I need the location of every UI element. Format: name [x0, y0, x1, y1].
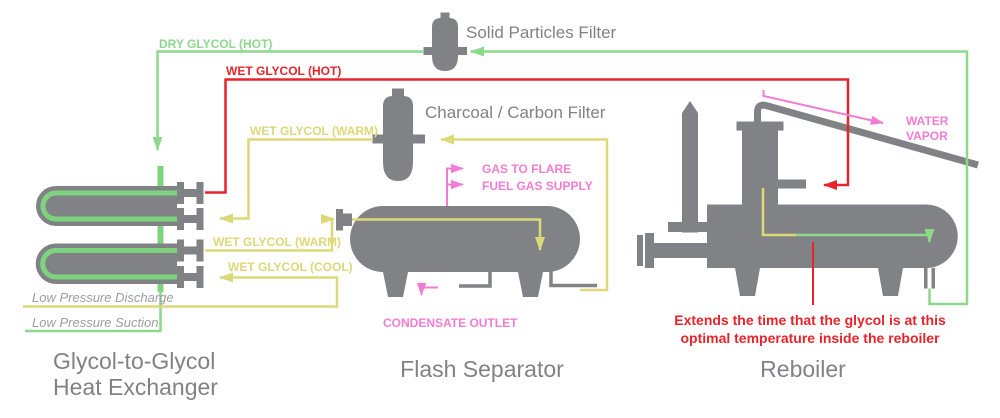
reboiler-burner-pipe	[654, 243, 708, 258]
flash-separator-leg-right	[518, 272, 543, 297]
heat-exchanger-lower-coil	[35, 243, 177, 284]
water-vapor-label-line1: WATER	[906, 114, 949, 128]
labels: DRY GLYCOL (HOT) WET GLYCOL (HOT) WET GL…	[32, 23, 949, 400]
fuel-gas-supply-label: FUEL GAS SUPPLY	[482, 179, 593, 193]
reboiler-outlet-pipe-wall-left	[924, 268, 928, 289]
reboiler-vapor-pipe	[754, 101, 979, 169]
dry-glycol-hot-label: DRY GLYCOL (HOT)	[159, 37, 272, 51]
charcoal-filter-label: Charcoal / Carbon Filter	[425, 103, 606, 122]
wet-glycol-hot-line	[205, 78, 850, 194]
low-pressure-suction-line	[25, 290, 162, 333]
reboiler-still-column	[742, 128, 778, 208]
flash-separator-vessel	[350, 206, 580, 272]
heat-exchanger-upper-coil-core	[40, 190, 177, 222]
wet-glycol-cool-label: WET GLYCOL (COOL)	[228, 260, 353, 274]
wet-glycol-warm-to-separator-label: WET GLYCOL (WARM)	[213, 235, 341, 249]
solid-particles-filter-top-stub	[440, 12, 450, 20]
reboiler-internal-green-line	[795, 229, 935, 243]
reboiler-annotation-line2: optimal temperature inside the reboiler	[680, 330, 940, 346]
charcoal-filter-body	[383, 96, 413, 181]
solid-particles-filter-right-nozzle	[458, 47, 467, 55]
dry-glycol-line-reboiler-to-filter	[470, 46, 969, 306]
heat-exchanger-lower-coil-core	[40, 248, 177, 280]
reboiler-annotation-line1: Extends the time that the glycol is at t…	[674, 312, 946, 328]
reboiler-outlet-pipe-wall-right	[931, 268, 935, 289]
heat-exchanger-label-line1: Glycol-to-Glycol	[53, 348, 215, 374]
low-pressure-suction-label: Low Pressure Suction	[32, 315, 158, 330]
wet-glycol-hot-label: WET GLYCOL (HOT)	[226, 64, 341, 78]
wet-glycol-separator-to-charcoal-line	[440, 134, 609, 292]
flash-separator-label: Flash Separator	[400, 356, 564, 382]
wet-glycol-exchanger-to-separator-line	[205, 214, 335, 252]
charcoal-filter-top-stub	[392, 88, 404, 98]
reboiler-internal-yellow-line	[761, 188, 796, 237]
reboiler-still-column-cap	[736, 121, 784, 131]
flash-separator-outlet-pipe	[549, 270, 597, 288]
solid-particles-filter-label: Solid Particles Filter	[466, 23, 617, 42]
reboiler-leg-right	[878, 268, 903, 296]
flow-lines	[23, 46, 969, 333]
dry-glycol-line-filter-to-exchanger	[152, 50, 424, 151]
reboiler-label: Reboiler	[760, 356, 846, 382]
condensate-outlet-label: CONDENSATE OUTLET	[383, 316, 518, 330]
flash-separator	[336, 206, 597, 297]
reboiler-burner-flange-outer	[637, 235, 643, 266]
gas-to-flare-label: GAS TO FLARE	[482, 162, 571, 176]
water-vapor-pointer-line	[762, 90, 884, 125]
heat-exchanger-upper-coil	[36, 186, 177, 226]
charcoal-filter-left-nozzle	[372, 134, 384, 144]
flash-separator-leg-left	[383, 272, 408, 297]
heat-exchanger-label-line2: Heat Exchanger	[53, 374, 218, 400]
wet-glycol-warm-to-filter-label: WET GLYCOL (WARM)	[250, 124, 378, 138]
low-pressure-discharge-label: Low Pressure Discharge	[32, 290, 174, 305]
flash-separator-drain-pipe	[459, 270, 492, 288]
reboiler-burner-flange-inner	[645, 233, 654, 268]
solid-particles-filter-left-nozzle	[423, 47, 433, 55]
solid-particles-filter	[423, 12, 467, 71]
flash-separator-inlet-flange	[336, 209, 343, 231]
heat-exchanger-flanges	[177, 182, 204, 288]
heat-exchanger	[35, 182, 204, 288]
separator-internal-line	[352, 218, 545, 251]
solid-particles-filter-body	[432, 18, 458, 71]
charcoal-filter-right-nozzle	[413, 134, 425, 144]
wet-glycol-charcoal-to-exchanger-line	[219, 138, 373, 224]
charcoal-filter	[372, 88, 425, 181]
reboiler-leg-left	[735, 268, 760, 296]
low-pressure-discharge-line	[23, 272, 339, 308]
gas-to-flare-line	[446, 163, 464, 206]
water-vapor-label-line2: VAPOR	[906, 129, 948, 143]
reboiler-exhaust-stack	[682, 101, 698, 233]
flash-separator-inlet-stub	[343, 213, 352, 226]
condensate-outlet-line	[416, 282, 438, 296]
reboiler-column-side-stub	[778, 179, 806, 189]
